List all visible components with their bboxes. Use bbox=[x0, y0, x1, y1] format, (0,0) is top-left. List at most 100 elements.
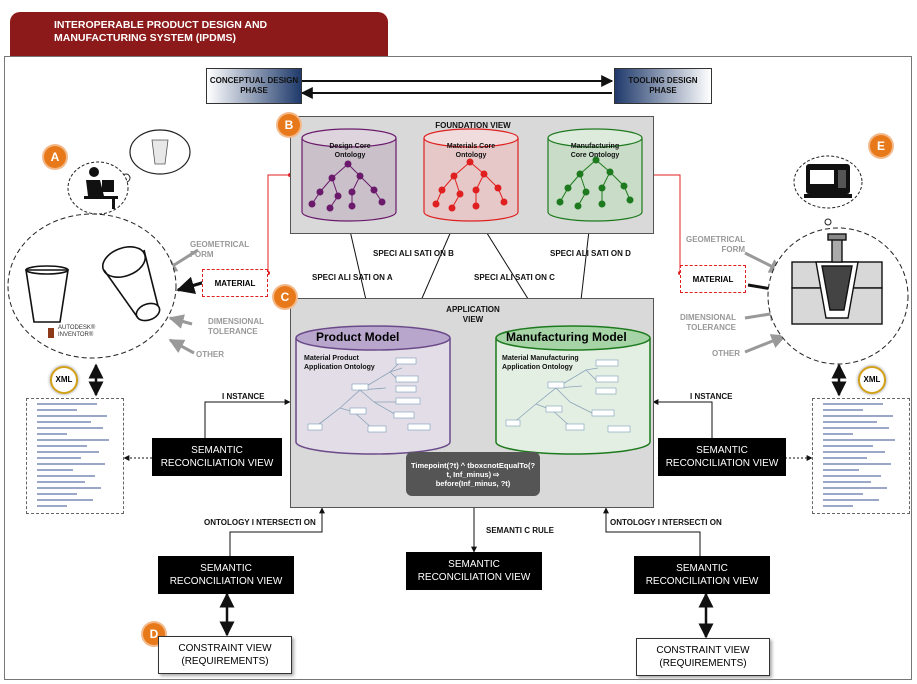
manuf-sub-line-1: Material Manufacturing bbox=[502, 355, 579, 362]
manufacturing-model-title: Manufacturing Model bbox=[506, 330, 627, 344]
foundation-ontologies bbox=[301, 128, 643, 222]
inventor-logo-icon bbox=[48, 328, 54, 338]
cup-drawing-icon bbox=[25, 265, 69, 323]
left-geometrical-line-2: FORM bbox=[190, 250, 214, 259]
rule-line-3: before(Inf_minus, ?t) bbox=[435, 478, 511, 488]
conceptual-line-1: CONCEPTUAL DESIGN bbox=[209, 76, 299, 85]
badge-e: E bbox=[870, 135, 892, 157]
banner-line-1: INTEROPERABLE PRODUCT DESIGN AND bbox=[54, 19, 268, 31]
specialisation-c-label: SPECI ALI SATI ON C bbox=[474, 273, 555, 282]
page-banner: INTEROPERABLE PRODUCT DESIGN AND MANUFAC… bbox=[10, 12, 388, 56]
ontology-intersection-right: ONTOLOGY I NTERSECTI ON bbox=[610, 518, 722, 527]
badge-a: A bbox=[44, 146, 66, 168]
conceptual-line-2: PHASE bbox=[240, 86, 268, 95]
application-title-line-2: VIEW bbox=[462, 315, 484, 324]
semantic-rule-label: SEMANTI C RULE bbox=[486, 526, 554, 535]
rule-line-2: t, Inf_minus) ⇨ bbox=[446, 469, 500, 479]
autodesk-line-2: INVENTOR® bbox=[58, 332, 94, 338]
left-geometrical-line-1: GEOMETRICAL bbox=[190, 240, 250, 249]
right-material-box: MATERIAL bbox=[680, 265, 746, 293]
product-sub-line-2: Application Ontology bbox=[304, 364, 375, 371]
product-model-cylinder bbox=[295, 325, 451, 455]
left-material-box: MATERIAL bbox=[202, 269, 268, 297]
left-instance-label: I NSTANCE bbox=[222, 392, 265, 401]
right-material-label: MATERIAL bbox=[692, 274, 734, 284]
cup-3d-icon bbox=[101, 246, 161, 322]
constraint-right-line-2: (REQUIREMENTS) bbox=[659, 658, 747, 669]
badge-b: B bbox=[278, 114, 300, 136]
right-instance-label: I NSTANCE bbox=[690, 392, 733, 401]
semantic-bl-line-2: RECONCILIATION VIEW bbox=[169, 576, 283, 587]
semantic-br-line-2: RECONCILIATION VIEW bbox=[645, 576, 759, 587]
product-sub-line-1: Material Product bbox=[304, 355, 359, 362]
manufacturing-core-cylinder bbox=[547, 128, 643, 222]
tooling-line-2: PHASE bbox=[649, 86, 677, 95]
semantic-reconciliation-bottom-left: SEMANTIC RECONCILIATION VIEW bbox=[158, 556, 294, 594]
materials-core-line-2: Ontology bbox=[455, 152, 487, 159]
diagram-frame bbox=[4, 56, 912, 680]
left-dimensional-line-1: DIMENSIONAL bbox=[208, 317, 264, 326]
semantic-reconciliation-bottom-center: SEMANTIC RECONCILIATION VIEW bbox=[406, 552, 542, 590]
right-xml-code-panel bbox=[812, 398, 910, 514]
constraint-view-left: CONSTRAINT VIEW (REQUIREMENTS) bbox=[158, 636, 292, 674]
ontology-intersection-left: ONTOLOGY I NTERSECTI ON bbox=[204, 518, 316, 527]
right-tooling-illustration bbox=[767, 155, 909, 365]
specialisation-d-label: SPECI ALI SATI ON D bbox=[550, 249, 631, 258]
semantic-left-line-2: RECONCILIATION VIEW bbox=[160, 458, 274, 469]
semantic-bc-line-1: SEMANTIC bbox=[448, 559, 500, 570]
application-title-line-1: APPLICATION bbox=[446, 305, 500, 314]
tooling-line-1: TOOLING DESIGN bbox=[628, 76, 698, 85]
badge-c: C bbox=[274, 286, 296, 308]
semantic-left-line-1: SEMANTIC bbox=[191, 445, 243, 456]
left-xml-code-panel bbox=[26, 398, 124, 514]
banner-line-2: MANUFACTURING SYSTEM (IPDMS) bbox=[54, 32, 236, 44]
autodesk-inventor-label: AUTODESK®INVENTOR® bbox=[58, 325, 95, 339]
left-other: OTHER bbox=[196, 350, 224, 359]
left-material-label: MATERIAL bbox=[214, 278, 256, 288]
materials-core-line-1: Materials Core bbox=[446, 143, 496, 150]
constraint-view-right: CONSTRAINT VIEW (REQUIREMENTS) bbox=[636, 638, 770, 676]
foundation-view-title: FOUNDATION VIEW bbox=[435, 121, 511, 130]
left-xml-icon: XML bbox=[50, 366, 78, 394]
mold-icon bbox=[791, 233, 883, 325]
manufacturing-model-cylinder bbox=[495, 325, 651, 455]
right-xml-icon: XML bbox=[858, 366, 886, 394]
thought-cloud-icon bbox=[115, 129, 191, 189]
materials-core-cylinder bbox=[423, 128, 519, 222]
left-dimensional-line-2: TOLERANCE bbox=[208, 327, 258, 336]
semantic-bc-line-2: RECONCILIATION VIEW bbox=[417, 572, 531, 583]
machine-icon bbox=[793, 155, 863, 209]
specialisation-b-label: SPECI ALI SATI ON B bbox=[373, 249, 454, 258]
semantic-reconciliation-bottom-right: SEMANTIC RECONCILIATION VIEW bbox=[634, 556, 770, 594]
manufacturing-core-line-2: Core Ontology bbox=[570, 152, 620, 159]
manuf-sub-line-2: Application Ontology bbox=[502, 364, 573, 371]
designer-icon bbox=[67, 161, 129, 215]
constraint-left-line-1: CONSTRAINT VIEW bbox=[178, 643, 272, 654]
rule-line-1: Timepoint(?t) ^ tboxcnotEqualTo(? bbox=[410, 460, 536, 470]
semantic-br-line-1: SEMANTIC bbox=[676, 563, 728, 574]
constraint-left-line-2: (REQUIREMENTS) bbox=[181, 656, 269, 667]
application-models bbox=[295, 325, 651, 455]
product-model-title: Product Model bbox=[316, 330, 400, 344]
specialisation-a-label: SPECI ALI SATI ON A bbox=[312, 273, 393, 282]
right-geometrical-line-1: GEOMETRICAL bbox=[686, 235, 746, 244]
right-dimensional-line-1: DIMENSIONAL bbox=[680, 313, 736, 322]
semantic-reconciliation-left: SEMANTIC RECONCILIATION VIEW bbox=[152, 438, 282, 476]
design-core-cylinder bbox=[301, 128, 397, 222]
manufacturing-core-line-1: Manufacturing bbox=[570, 143, 620, 150]
constraint-right-line-1: CONSTRAINT VIEW bbox=[656, 645, 750, 656]
semantic-bl-line-1: SEMANTIC bbox=[200, 563, 252, 574]
